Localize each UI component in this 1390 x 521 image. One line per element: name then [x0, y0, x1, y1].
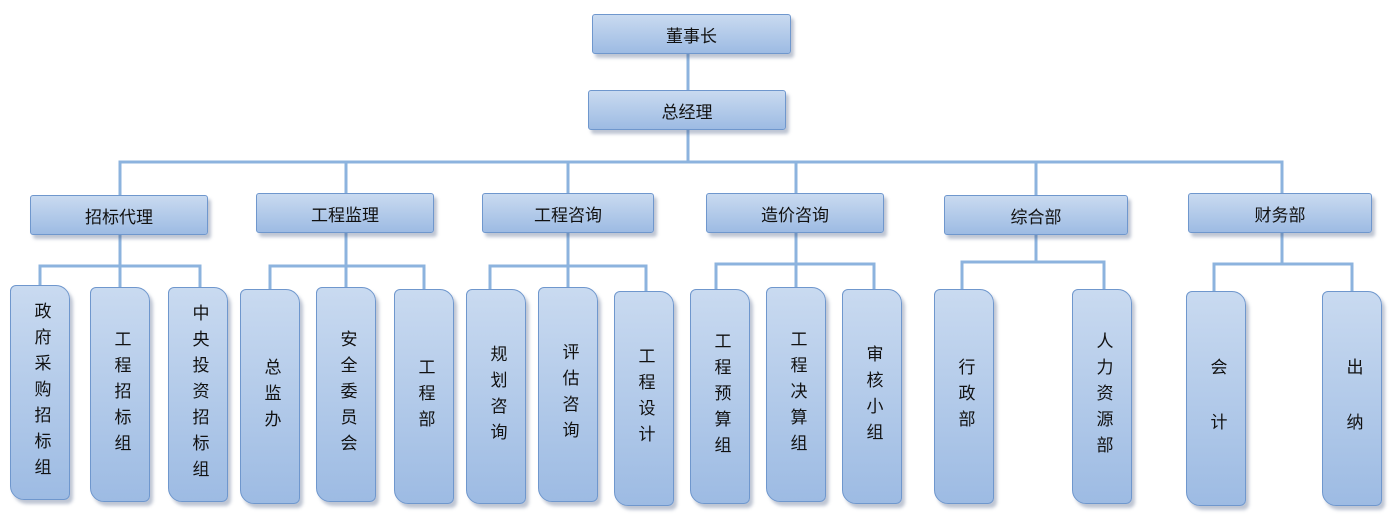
node-accounting: 会 计: [1186, 291, 1246, 506]
node-government-procurement-group: 政府采购招标组: [10, 285, 70, 500]
node-central-investment-tender-group: 中央投资招标组: [168, 287, 228, 502]
node-dept-general-affairs: 综合部: [944, 195, 1128, 235]
node-human-resources-department: 人力资源部: [1072, 289, 1132, 504]
node-engineering-department: 工程部: [394, 289, 454, 504]
node-engineering-final-accounts-group: 工程决算组: [766, 287, 826, 502]
node-engineering-budget-group: 工程预算组: [690, 289, 750, 504]
node-chairman: 董事长: [592, 14, 791, 54]
node-administration-department: 行政部: [934, 289, 994, 504]
node-general-manager: 总经理: [588, 90, 786, 130]
node-engineering-design: 工程设计: [614, 291, 674, 506]
node-planning-consulting: 规划咨询: [466, 289, 526, 504]
node-dept-project-consulting: 工程咨询: [482, 193, 654, 233]
node-chief-supervision-office: 总监办: [240, 289, 300, 504]
node-cashier: 出 纳: [1322, 291, 1382, 506]
node-dept-cost-consulting: 造价咨询: [706, 193, 884, 233]
node-dept-tender-agency: 招标代理: [30, 195, 208, 235]
node-dept-finance: 财务部: [1188, 193, 1372, 233]
node-safety-committee: 安全委员会: [316, 287, 376, 502]
node-dept-project-supervision: 工程监理: [256, 193, 434, 233]
node-engineering-tender-group: 工程招标组: [90, 287, 150, 502]
node-audit-team: 审核小组: [842, 289, 902, 504]
node-evaluation-consulting: 评估咨询: [538, 287, 598, 502]
